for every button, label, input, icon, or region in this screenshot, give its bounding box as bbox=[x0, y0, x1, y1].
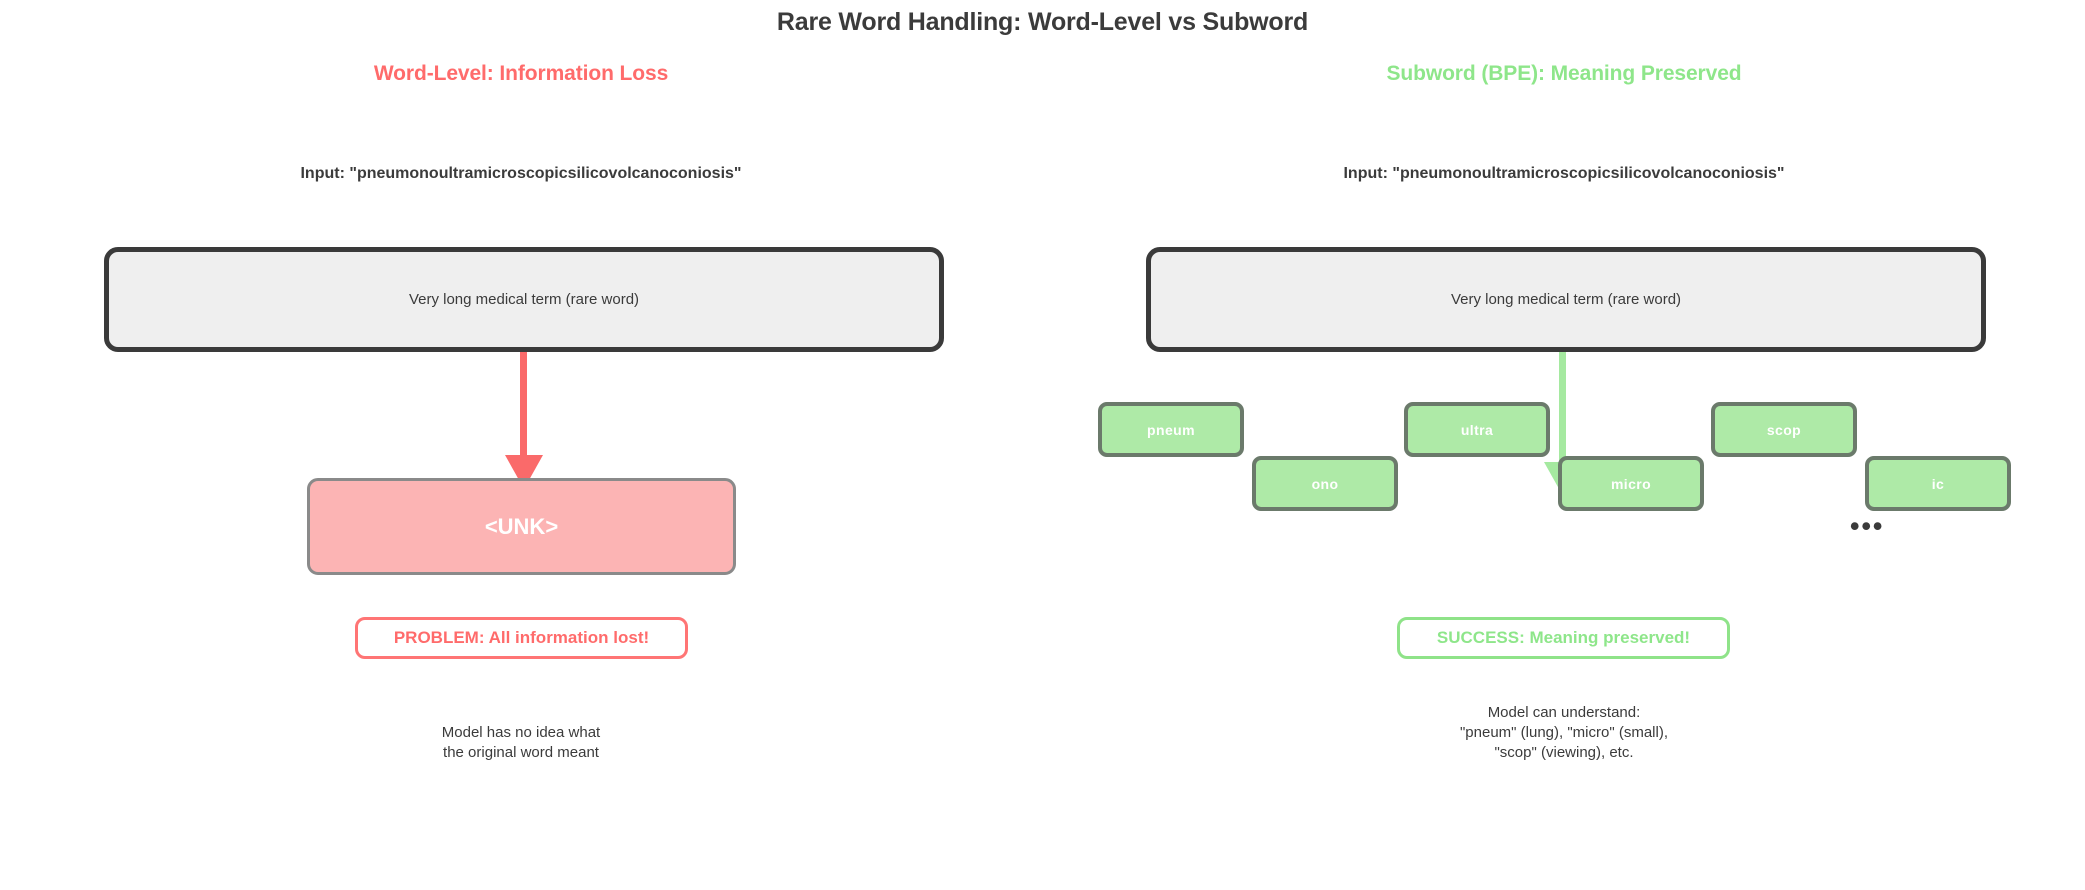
left-input-caption: Input: "pneumonoultramicroscopicsilicovo… bbox=[300, 165, 742, 182]
subword-token-node: ic bbox=[1865, 456, 2011, 511]
left-footnote: Model has no idea what the original word… bbox=[441, 724, 601, 761]
ellipsis-more-tokens: ••• bbox=[1850, 511, 1885, 541]
subword-token-node: ultra bbox=[1404, 402, 1550, 457]
right-down-arrow-icon bbox=[1559, 352, 1566, 470]
right-footnote: Model can understand: "pneum" (lung), "m… bbox=[1459, 704, 1668, 761]
unk-token-node: <UNK> bbox=[307, 478, 736, 575]
right-panel-heading: Subword (BPE): Meaning Preserved bbox=[1386, 62, 1742, 85]
problem-status-badge: PROBLEM: All information lost! bbox=[355, 617, 688, 659]
right-source-node: Very long medical term (rare word) bbox=[1146, 247, 1986, 352]
subword-token-node: ono bbox=[1252, 456, 1398, 511]
page-title: Rare Word Handling: Word-Level vs Subwor… bbox=[776, 8, 1309, 36]
left-source-node: Very long medical term (rare word) bbox=[104, 247, 944, 352]
right-input-caption: Input: "pneumonoultramicroscopicsilicovo… bbox=[1343, 165, 1785, 182]
left-panel-heading: Word-Level: Information Loss bbox=[373, 62, 669, 85]
left-down-arrow-icon bbox=[520, 352, 527, 462]
subword-token-node: micro bbox=[1558, 456, 1704, 511]
subword-token-node: scop bbox=[1711, 402, 1857, 457]
subword-token-node: pneum bbox=[1098, 402, 1244, 457]
success-status-badge: SUCCESS: Meaning preserved! bbox=[1397, 617, 1730, 659]
